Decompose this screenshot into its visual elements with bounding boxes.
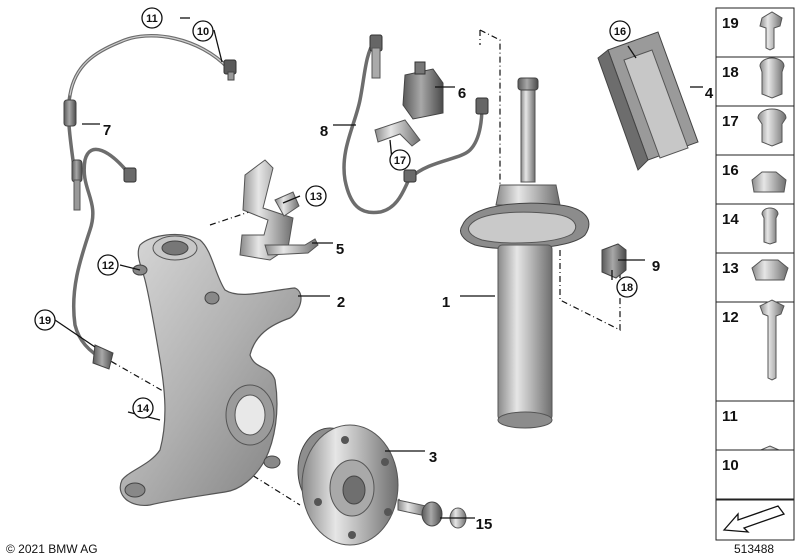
legend-number: 18 [722,64,739,81]
callout-circle [141,7,163,29]
parts-legend-column: 19 18 17 16 14 13 12 11 10 [715,7,795,541]
callout-p14: 14 [132,397,154,419]
fastener-17-icon [757,108,787,147]
callout-p13: 13 [305,185,327,207]
callout-p10: 10 [192,20,214,42]
callout-p8: 8 [320,123,328,140]
callout-p11: 11 [141,7,163,29]
callout-p5: 5 [336,241,344,258]
direction-arrow-box [715,499,795,541]
callout-number: 11 [146,13,158,25]
wheel-speed-sensor-cable [63,34,237,370]
callout-p12: 12 [97,254,119,276]
fastener-19-icon [759,11,783,51]
legend-number: 10 [722,457,739,474]
wheel-hub [297,424,399,546]
direction-arrow-icon [722,505,786,533]
callout-number: 10 [197,26,209,38]
callout-circle [616,276,638,298]
legend-item-17: 17 [715,105,795,156]
callout-circle [305,185,327,207]
callout-p18: 18 [616,276,638,298]
callout-p17: 17 [389,149,411,171]
callout-number: 6 [458,85,466,102]
legend-number: 13 [722,260,739,277]
callout-number: 14 [137,403,150,415]
callout-p9: 9 [652,258,660,275]
shock-absorber [460,77,590,429]
callout-number: 2 [337,294,345,311]
legend-number: 19 [722,15,739,32]
legend-item-14: 14 [715,203,795,254]
mounting-clip [601,243,627,279]
control-unit [597,31,699,171]
callout-p1: 1 [442,294,450,311]
fastener-14-icon [761,207,779,245]
callout-number: 8 [320,123,328,140]
callout-p2: 2 [337,294,345,311]
callout-number: 7 [103,122,111,139]
callout-number: 13 [310,191,322,203]
callout-number: 5 [336,241,344,258]
hub-bolt [397,499,467,529]
fastener-16-icon [751,171,787,193]
legend-item-19: 19 [715,7,795,58]
legend-item-12: 12 [715,299,795,402]
callout-number: 1 [442,294,450,311]
fastener-13-icon [751,259,789,281]
callout-circle [34,309,56,331]
callout-circle [192,20,214,42]
legend-item-16: 16 [715,154,795,205]
callout-p4: 4 [705,85,714,102]
cable-harness [342,34,489,215]
callout-circle [389,149,411,171]
legend-number: 11 [722,408,738,425]
copyright-text: © 2021 BMW AG [6,542,98,556]
callout-number: 9 [652,258,660,275]
callout-circle [609,20,631,42]
legend-number: 17 [722,113,739,130]
callout-number: 4 [705,85,714,102]
callout-p3: 3 [429,449,437,466]
callout-number: 12 [102,260,114,272]
callout-p15: 15 [476,516,493,533]
steering-knuckle [119,234,302,507]
callout-p16: 16 [609,20,631,42]
fastener-18-icon [759,57,785,99]
legend-item-18: 18 [715,56,795,107]
callout-number: 3 [429,449,437,466]
callout-circle [97,254,119,276]
legend-item-13: 13 [715,252,795,303]
callout-p6: 6 [458,85,466,102]
callout-number: 19 [39,315,51,327]
callout-p19: 19 [34,309,56,331]
callout-number: 16 [614,26,626,38]
callout-p7: 7 [103,122,111,139]
cable-bracket [239,159,319,261]
callout-number: 15 [476,516,493,533]
callout-number: 17 [394,155,406,167]
legend-number: 16 [722,162,739,179]
diagram-number: 513488 [734,542,774,556]
callout-number: 18 [621,282,633,294]
callout-circle [132,397,154,419]
fastener-12-icon [759,299,785,381]
legend-number: 14 [722,211,739,228]
legend-number: 12 [722,309,739,326]
